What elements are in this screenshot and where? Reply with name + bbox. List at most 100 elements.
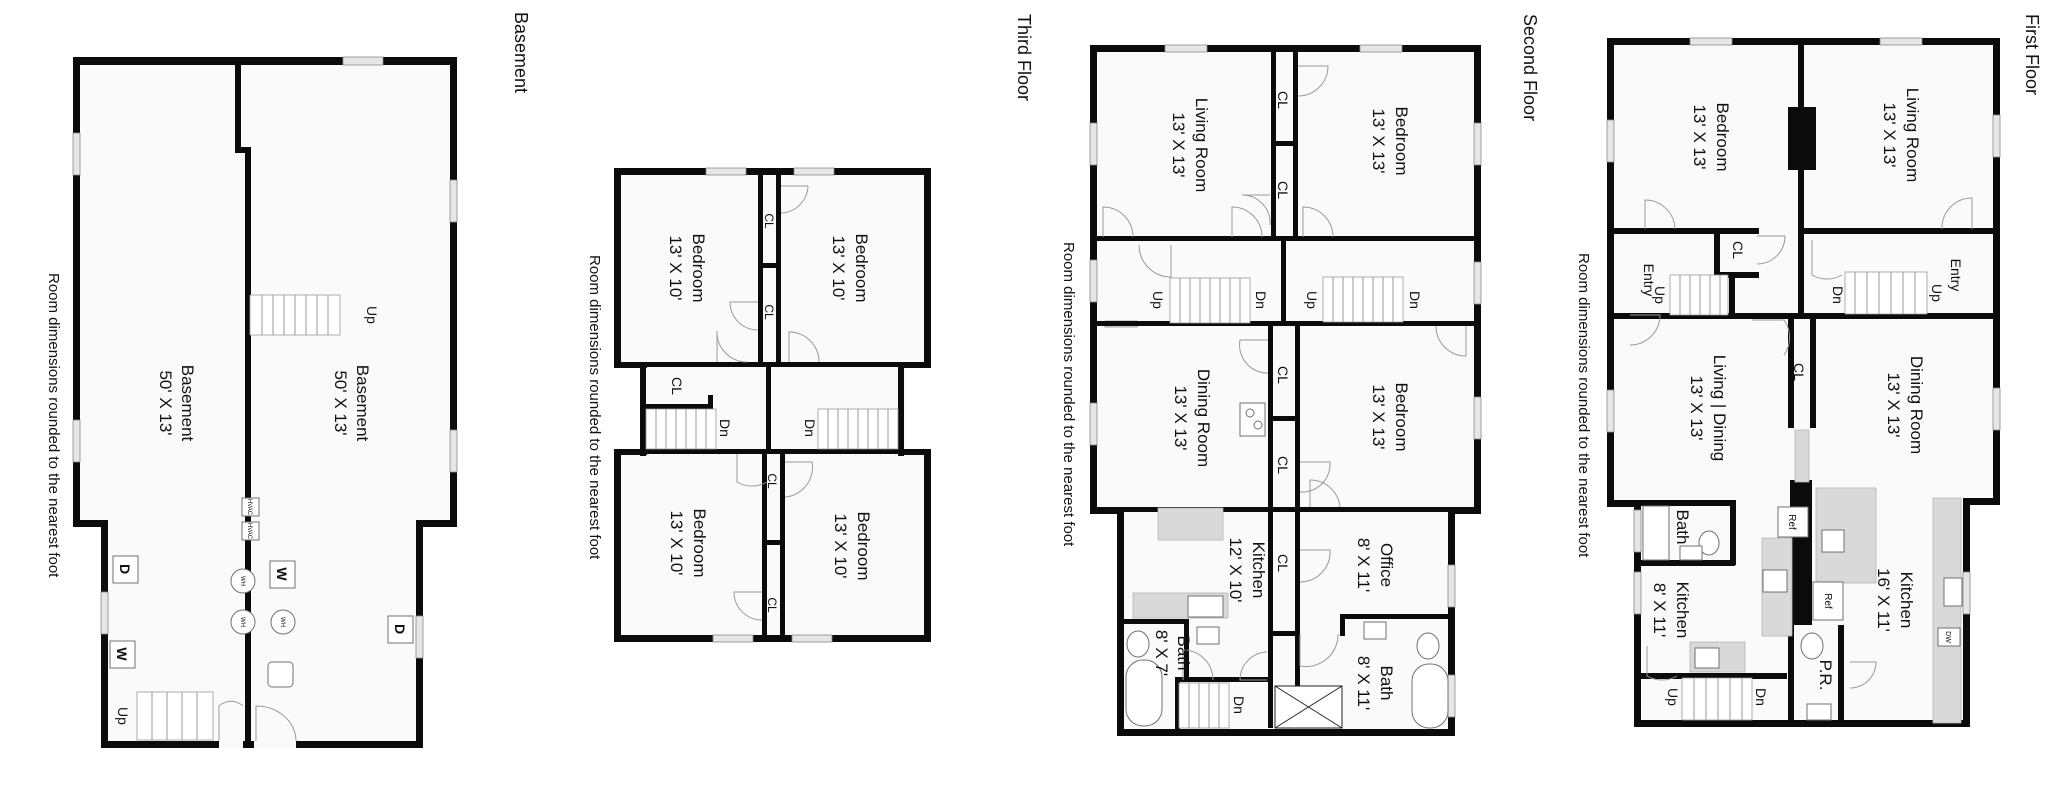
basement-plan: Basement Room dimensions rounded to the … — [45, 12, 531, 748]
stove-icon — [1239, 402, 1266, 437]
bathtub-icon — [1411, 663, 1449, 729]
stairs-up-label: Up — [364, 306, 380, 324]
water-heater-icon — [230, 568, 256, 594]
room-name: Bedroom — [690, 509, 709, 578]
kitchen-sink-icon — [1187, 595, 1224, 618]
stairs-down-label: Dn — [802, 419, 818, 437]
floor-title: Second Floor — [1520, 14, 1540, 121]
stove-icon — [1694, 647, 1720, 669]
room-name: Office — [1377, 543, 1396, 587]
stairs-second-right — [1322, 276, 1404, 323]
room-name: Bedroom — [1392, 107, 1411, 176]
stairs-up-label: Up — [1665, 688, 1681, 706]
room-dims: 13' X 10' — [829, 235, 848, 300]
dryer-label: D — [392, 624, 408, 634]
room-name: Kitchen — [1897, 572, 1916, 629]
stairs-down-label: Dn — [717, 419, 733, 437]
stairs-basement-left — [136, 691, 214, 741]
room-dims: 50' X 13' — [156, 370, 175, 435]
stairs-down-label: Dn — [1407, 291, 1423, 309]
toilet-icon — [1126, 630, 1150, 658]
shaft-icon — [1274, 685, 1343, 729]
closet-label: CL — [1791, 363, 1807, 381]
stairs-up-label: Up — [1652, 286, 1668, 304]
room-dims: 8' X 7' — [1152, 630, 1171, 676]
room-dims: 13' X 13' — [1880, 102, 1899, 167]
toilet-icon — [1800, 632, 1824, 660]
room-name: Bedroom — [1392, 383, 1411, 452]
refrigerator-icon — [1777, 506, 1809, 538]
closet-label: CL — [765, 597, 779, 613]
room-name: Basement — [353, 365, 372, 442]
dryer-icon — [112, 555, 139, 584]
room-dims: 16' X 11' — [1874, 568, 1893, 632]
floor-title: Third Floor — [1014, 14, 1034, 101]
room-dims: 13' X 10' — [831, 513, 850, 578]
chimney-block — [1788, 107, 1816, 170]
refrigerator-label: Ref — [1822, 593, 1833, 609]
room-name: Living Room — [1192, 98, 1211, 193]
stairs-first-right — [1844, 271, 1928, 315]
entry-label: Entry — [1948, 259, 1964, 292]
washer-label: W — [114, 647, 130, 661]
room-dims: 13' X 10' — [667, 510, 686, 575]
dimensions-note: Room dimensions rounded to the nearest f… — [586, 255, 603, 560]
stairs-second-bottom — [1178, 682, 1230, 729]
sink-icon — [1806, 703, 1832, 721]
room-name: Living Room — [1903, 88, 1922, 183]
dryer-icon — [387, 615, 414, 644]
room-name: Bath — [1377, 666, 1396, 701]
room-name: Bedroom — [1713, 103, 1732, 172]
room-name: Bath — [1673, 510, 1692, 545]
room-dims: 13' X 13' — [1690, 104, 1709, 169]
stove-icon — [1821, 529, 1845, 553]
stairs-basement-right — [249, 294, 341, 336]
closet-label: CL — [1730, 241, 1746, 259]
toilet-icon — [1698, 530, 1720, 556]
stairs-up-label: Up — [1150, 291, 1166, 309]
refrigerator-label: Ref — [1786, 514, 1797, 530]
first-floor-plan: First Floor Room dimensions rounded to t… — [1575, 14, 2042, 727]
toilet-icon — [1416, 632, 1440, 660]
dishwasher-icon — [1937, 627, 1961, 647]
hvac-label: HVAC — [246, 523, 252, 540]
room-name: Dining Room — [1907, 356, 1926, 454]
washer-icon — [269, 560, 296, 589]
entry-label: Entry — [1641, 264, 1657, 297]
stairs-down-label: Dn — [1753, 688, 1769, 706]
room-dims: 50' X 13' — [331, 370, 350, 435]
second-floor-plan: Second Floor Room dimensions rounded to … — [1060, 14, 1540, 736]
closet-label: CL — [1275, 181, 1291, 199]
stairs-third-right — [817, 408, 899, 450]
room-dims: 13' X 10' — [666, 235, 685, 300]
closet-label: CL — [765, 473, 779, 489]
room-name: Bedroom — [852, 234, 871, 303]
room-name: Kitchen — [1249, 542, 1268, 599]
dishwasher-label: DW — [1944, 631, 1951, 643]
hvac-label: HVAC — [246, 499, 252, 516]
closet-label: CL — [1275, 366, 1291, 384]
washer-icon — [109, 640, 136, 669]
stairs-down-label: Dn — [1253, 291, 1269, 309]
stairs-down-label: Dn — [1830, 286, 1846, 304]
room-name: P.R. — [1816, 660, 1835, 691]
stairs-down-label: Dn — [1231, 696, 1247, 714]
closet-label: CL — [762, 213, 776, 229]
floor-title: Basement — [511, 12, 531, 93]
closet-label: CL — [1275, 91, 1291, 109]
dryer-label: D — [117, 564, 133, 574]
sink-icon — [1679, 545, 1703, 561]
room-dims: 8' X 11' — [1650, 583, 1669, 637]
stairs-up-label: Up — [1304, 291, 1320, 309]
room-dims: 8' X 11' — [1354, 538, 1373, 592]
washer-label: W — [274, 567, 290, 581]
stairs-up-label: Up — [115, 707, 131, 725]
sink-icon — [1196, 626, 1220, 645]
stairs-first-left — [1669, 274, 1729, 316]
closet-label: CL — [669, 377, 685, 395]
bathtub-icon — [1642, 505, 1670, 561]
room-dims: 13' X 13' — [1169, 112, 1188, 177]
room-name: Bedroom — [689, 234, 708, 303]
room-dims: 13' X 13' — [1171, 385, 1190, 450]
stairs-first-bottom — [1681, 677, 1753, 721]
